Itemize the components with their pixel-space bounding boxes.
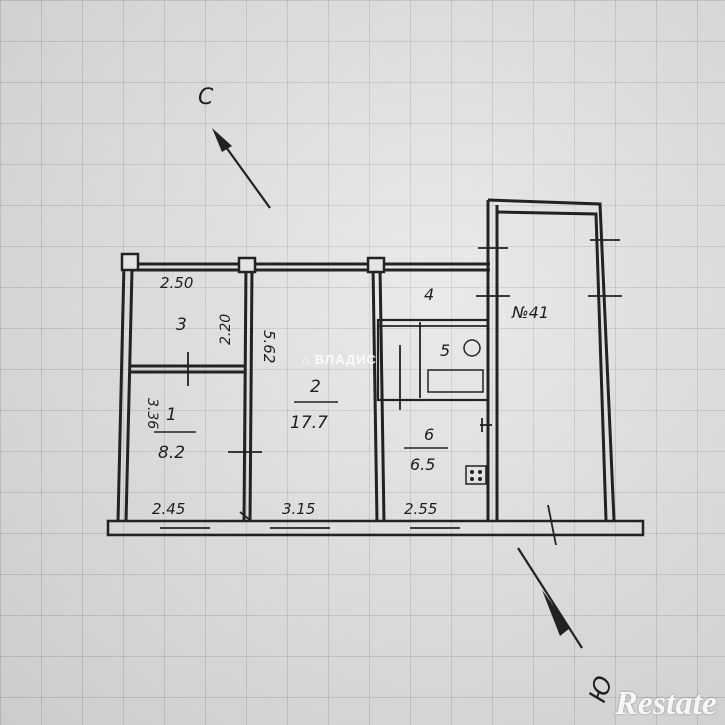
south-arrow [517,547,583,649]
south-letter: Ю [583,672,618,706]
tick-marks [187,239,622,546]
column-1 [120,252,140,272]
stove [465,465,487,485]
room-6-area: 6.5 [410,455,435,474]
room-4-number: 4 [424,285,434,304]
partition-1-2-b [248,265,254,523]
left-wall [116,263,126,523]
partition-2-6-b [378,265,386,523]
room-6-width: 2.55 [404,500,437,518]
left-wall-inner [124,269,134,523]
column-2 [237,256,257,274]
room-2-width: 3.15 [282,500,315,518]
room-1-number: 1 [166,405,177,425]
house-icon: ⌂ [302,352,311,367]
balcony-label: №41 [511,303,549,322]
room-3-number: 3 [176,315,187,335]
room-1-area: 8.2 [158,443,185,463]
room-3-depth: 2.20 [218,314,234,345]
room-6-number: 6 [424,425,434,444]
north-arrow [212,128,271,209]
room-1-width: 2.45 [152,500,185,518]
room-3-width: 2.50 [160,274,193,292]
bathroom-block [376,318,490,402]
room-2-depth: 5.62 [260,330,278,363]
room-2-area: 17.7 [290,413,328,433]
room-5-number: 5 [440,341,450,360]
room-2-number: 2 [310,377,321,397]
room-1-depth: 3.36 [144,398,160,429]
north-letter: С [198,85,214,110]
partition-2-6 [371,265,379,523]
column-3 [366,256,386,274]
bathtub [427,369,484,393]
walls [106,198,645,546]
watermark: ⌂ВЛАДИС [302,352,377,367]
watermark-text: ВЛАДИС [314,352,377,367]
toilet [463,339,481,357]
balcony-outer [487,198,616,521]
balcony-inner [496,210,608,521]
restate-logo: Restate [615,685,717,722]
partition-1-2 [242,265,248,523]
